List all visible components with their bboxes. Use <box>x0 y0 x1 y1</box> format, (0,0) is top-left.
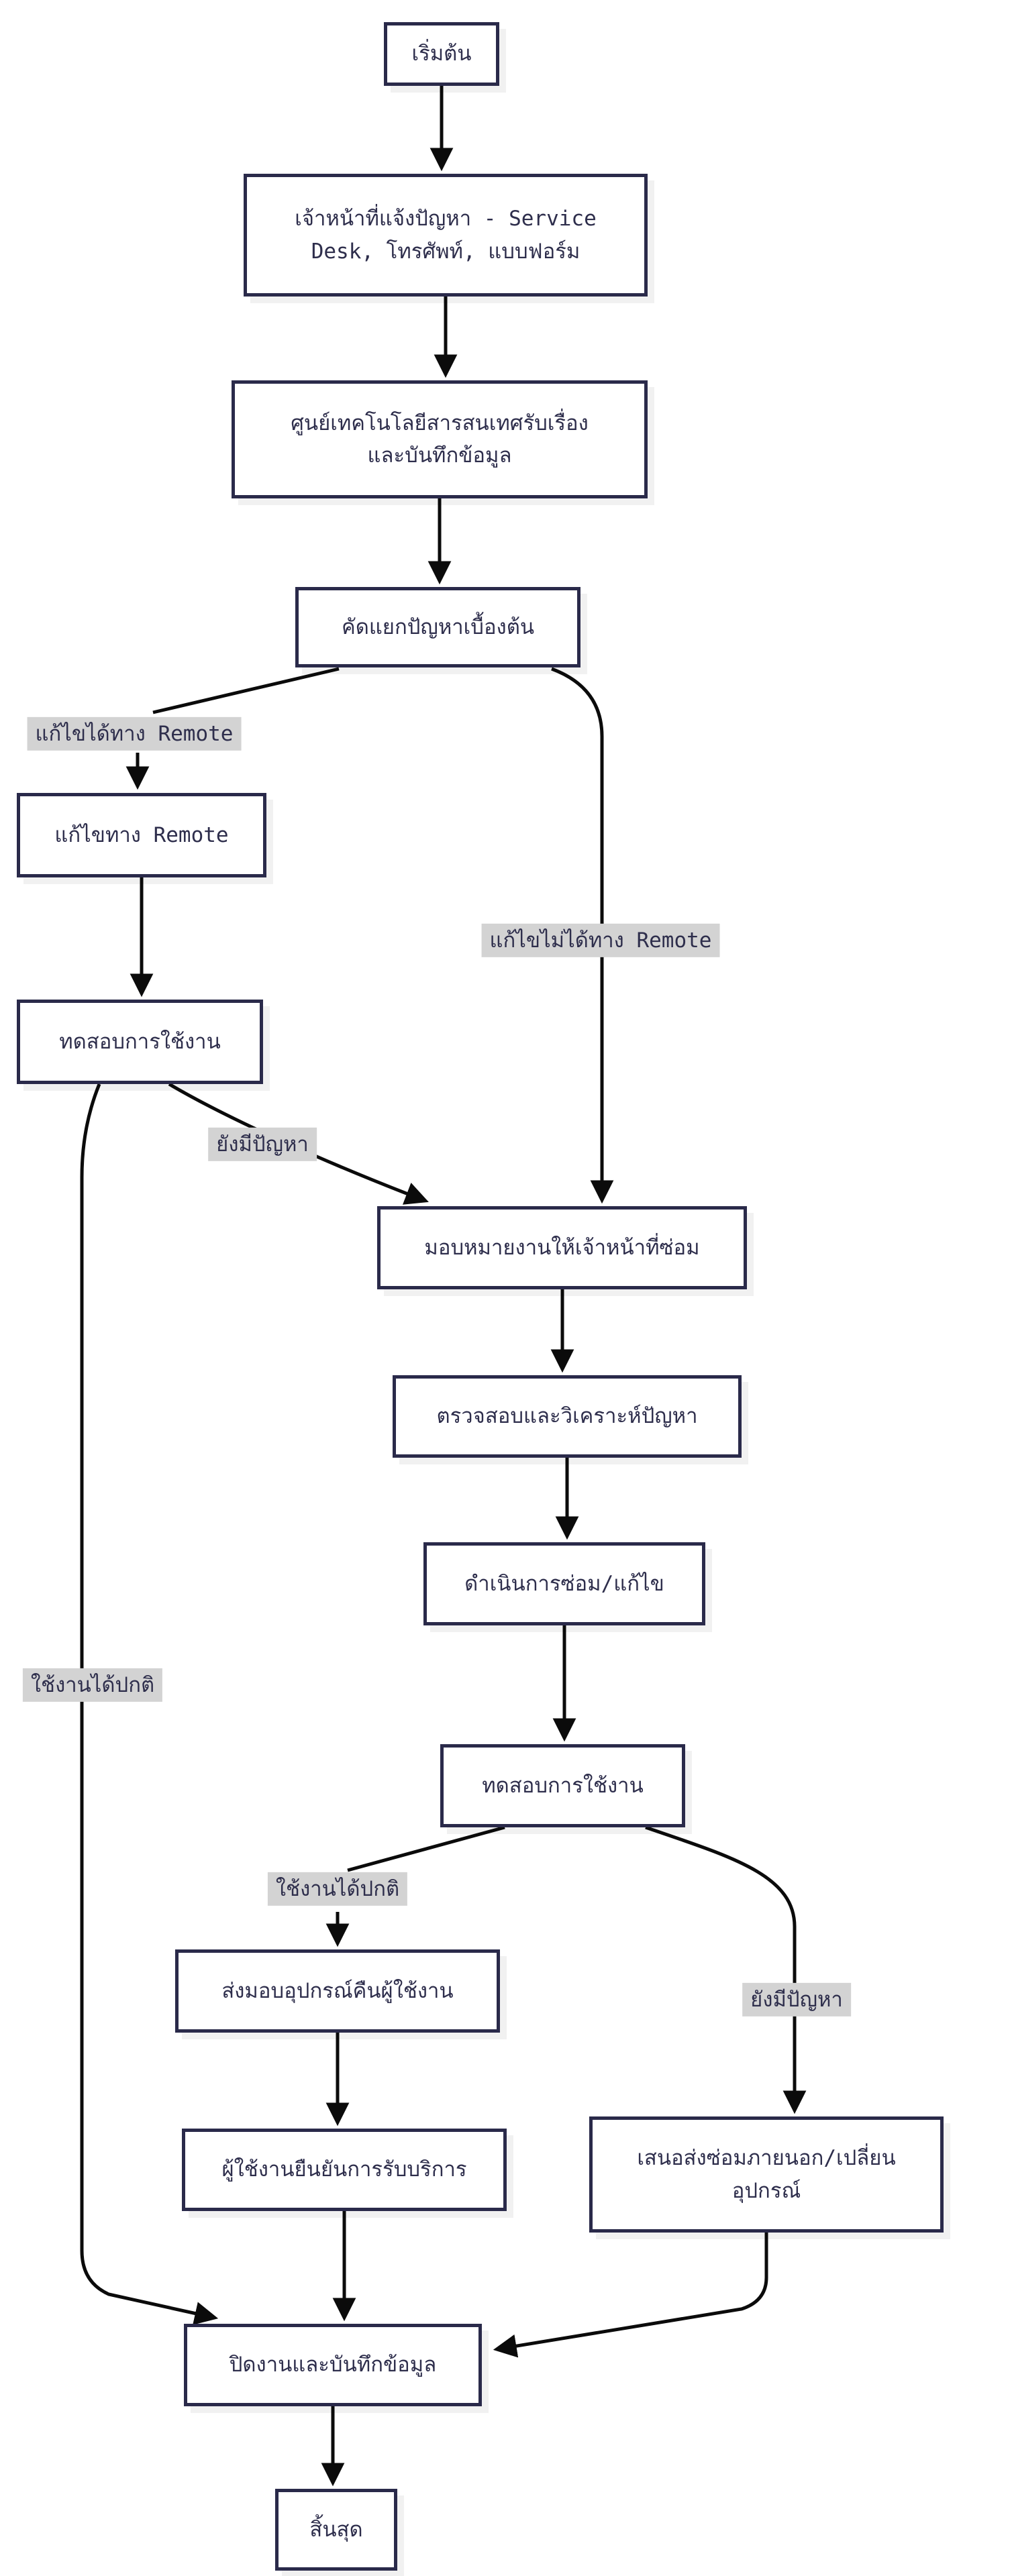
node-user-confirm: ผู้ใช้งานยืนยันการรับบริการ <box>182 2129 507 2211</box>
node-start: เริ่มต้น <box>384 22 499 86</box>
edge-triage-canremote-label <box>152 667 340 714</box>
node-repair: ดำเนินการซ่อม/แก้ไข <box>423 1542 705 1625</box>
edge-test1-closejob <box>80 1083 219 2325</box>
node-assign: มอบหมายงานให้เจ้าหน้าที่ซ่อม <box>377 1206 747 1289</box>
node-end: สิ้นสุด <box>275 2489 397 2571</box>
edge-test2-worksok-label <box>347 1825 505 1872</box>
node-external-repair: เสนอส่งซ่อมภายนอก/เปลี่ยน อุปกรณ์ <box>589 2116 944 2233</box>
node-it-center: ศูนย์เทคโนโลยีสารสนเทศรับเรื่อง และบันทึ… <box>232 380 648 498</box>
node-remote-fix: แก้ไขทาง Remote <box>17 793 266 877</box>
node-triage: คัดแยกปัญหาเบื้องต้น <box>295 587 580 667</box>
node-close-job: ปิดงานและบันทึกข้อมูล <box>184 2324 482 2406</box>
edge-external-closejob <box>493 2233 768 2358</box>
node-test-1: ทดสอบการใช้งาน <box>17 1000 263 1084</box>
node-return-equipment: ส่งมอบอุปกรณ์คืนผู้ใช้งาน <box>175 1949 500 2033</box>
edge-label-still-problem-1: ยังมีปัญหา <box>208 1127 317 1162</box>
edge-label-can-remote: แก้ไขได้ทาง Remote <box>27 716 242 751</box>
edge-test2-external <box>645 1825 807 2114</box>
edge-triage-assign <box>551 667 614 1204</box>
node-test-2: ทดสอบการใช้งาน <box>440 1744 685 1827</box>
edge-label-works-ok-2: ใช้งานได้ปกติ <box>267 1872 408 1907</box>
edge-label-still-problem-2: ยังมีปัญหา <box>742 1982 851 2017</box>
node-analyze: ตรวจสอบและวิเคราะห์ปัญหา <box>393 1375 742 1458</box>
edge-label-cannot-remote: แก้ไขไม่ได้ทาง Remote <box>481 923 720 958</box>
node-report: เจ้าหน้าที่แจ้งปัญหา - Service Desk, โทร… <box>244 174 648 297</box>
edge-label-works-ok-1: ใช้งานได้ปกติ <box>22 1668 163 1703</box>
